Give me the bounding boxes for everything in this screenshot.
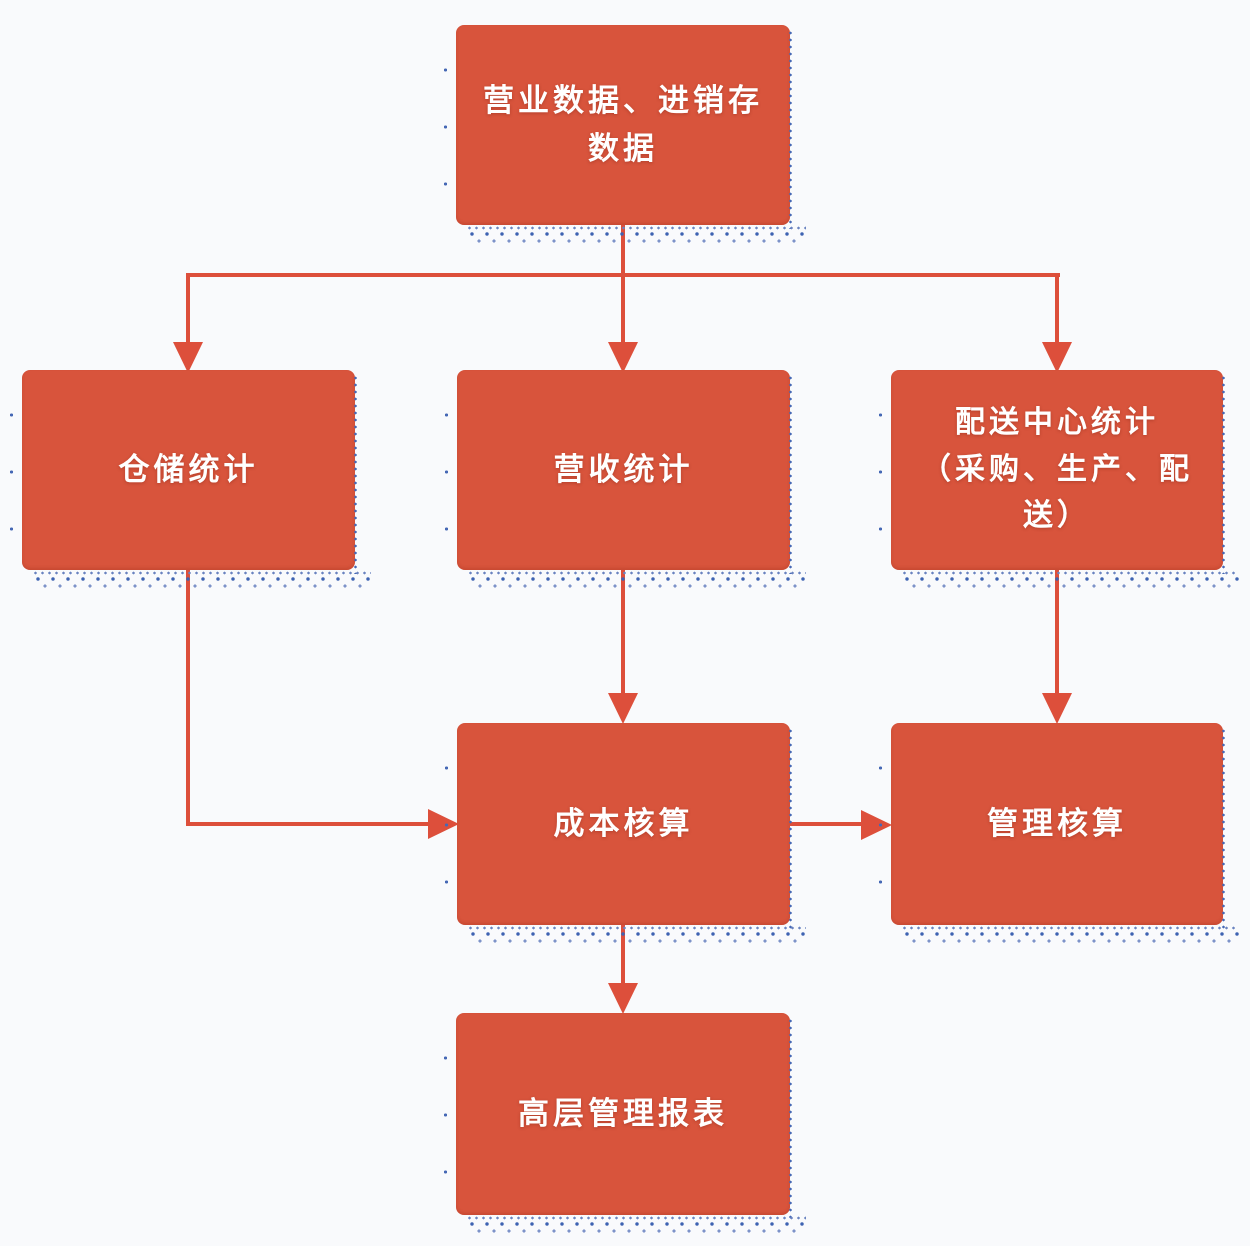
edge-warehouse-to-cost [186, 822, 428, 826]
arrowhead-cost-to-management [861, 810, 892, 840]
node-label: 成本核算 [553, 805, 694, 841]
arrowhead-to-revenue [608, 342, 638, 373]
shadow-dots-left [443, 67, 448, 219]
node-cost-accounting: 成本核算 [444, 723, 806, 947]
edge-warehouse-down [186, 568, 190, 824]
node-label: 高层管理报表 [518, 1095, 728, 1131]
arrowhead-warehouse-to-cost [428, 809, 459, 839]
node-management-accounting: 管理核算 [878, 723, 1239, 947]
node-source-data: 营业数据、进销存 数据 [443, 25, 806, 247]
node-label: 配送中心统计 （采购、生产、配 送） [921, 406, 1193, 533]
node-revenue-statistics: 营收统计 [444, 370, 806, 592]
arrowhead-to-distribution [1042, 342, 1072, 373]
edge-source-stem [621, 221, 625, 343]
arrowhead-revenue-to-cost [608, 693, 638, 724]
edge-cost-to-report [621, 924, 625, 984]
node-distribution-center-statistics: 配送中心统计 （采购、生产、配 送） [878, 370, 1239, 592]
arrowhead-distribution-to-management [1042, 693, 1072, 724]
edge-cost-to-management [789, 822, 862, 826]
arrowhead-to-warehouse [173, 342, 203, 373]
shadow-dots-left [444, 765, 449, 919]
node-label: 仓储统计 [118, 451, 259, 487]
edge-source-to-distribution [1055, 273, 1059, 343]
edge-source-branch-rail [186, 273, 1060, 277]
shadow-dots-left [443, 1055, 448, 1209]
node-label: 管理核算 [987, 805, 1127, 841]
node-label: 营收统计 [553, 451, 694, 487]
shadow-dots-left [9, 412, 14, 564]
edge-source-to-warehouse [186, 273, 190, 343]
shadow-dots-left [878, 412, 883, 564]
shadow-dots-left [878, 765, 883, 919]
arrowhead-cost-to-report [608, 983, 638, 1014]
node-warehouse-statistics: 仓储统计 [9, 370, 371, 592]
edge-distribution-to-management [1055, 568, 1059, 694]
edge-revenue-to-cost [621, 568, 625, 694]
node-senior-management-report: 高层管理报表 [443, 1013, 806, 1237]
shadow-dots-left [444, 412, 449, 564]
node-label: 营业数据、进销存 数据 [483, 82, 763, 166]
